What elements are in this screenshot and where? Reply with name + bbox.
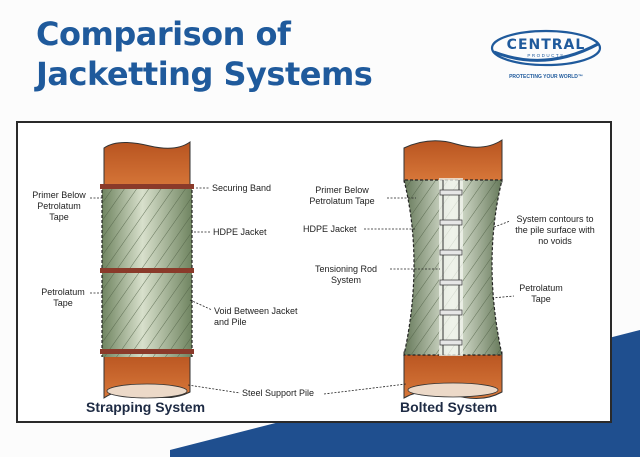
bolted-petrolatum-label: Petrolatum Tape bbox=[519, 283, 563, 304]
bolted-caption: Bolted System bbox=[400, 399, 498, 415]
tensioning-rod-label: Tensioning Rod System bbox=[314, 264, 378, 285]
strapping-pile bbox=[103, 141, 191, 399]
strapping-jacket-label: HDPE Jacket bbox=[213, 227, 267, 237]
logo-swoosh-icon bbox=[490, 29, 602, 67]
logo-tagline: PROTECTING YOUR WORLD™ bbox=[494, 74, 598, 80]
page-title: Comparison of Jacketting Systems bbox=[36, 14, 373, 94]
leader-lines bbox=[90, 187, 515, 395]
central-products-logo: CENTRAL PRODUCTS PROTECTING YOUR WORLD™ bbox=[486, 26, 606, 88]
logo-trademark: ™ bbox=[577, 74, 583, 80]
title-line-2: Jacketting Systems bbox=[36, 55, 373, 93]
tensioning-rods bbox=[439, 178, 463, 356]
contours-label: System contours to the pile surface with… bbox=[515, 214, 595, 246]
logo-tagline-text: PROTECTING YOUR WORLD bbox=[509, 74, 578, 80]
strapping-caption: Strapping System bbox=[86, 399, 206, 415]
strapping-primer-label: Primer Below Petrolatum Tape bbox=[32, 190, 86, 222]
logo-name: CENTRAL bbox=[506, 37, 586, 53]
steel-support-pile-label: Steel Support Pile bbox=[242, 388, 315, 398]
bolted-pile bbox=[403, 139, 503, 399]
void-label: Void Between Jacket and Pile bbox=[214, 306, 298, 327]
bolted-jacket-label: HDPE Jacket bbox=[303, 224, 357, 234]
logo-subname: PRODUCTS bbox=[527, 53, 565, 58]
bolted-primer-label: Primer Below Petrolatum Tape bbox=[309, 185, 375, 206]
securing-band-label: Securing Band bbox=[212, 183, 272, 193]
securing-bands bbox=[100, 184, 194, 354]
strapping-petrolatum-label: Petrolatum Tape bbox=[41, 287, 85, 308]
title-line-1: Comparison of bbox=[36, 15, 291, 53]
